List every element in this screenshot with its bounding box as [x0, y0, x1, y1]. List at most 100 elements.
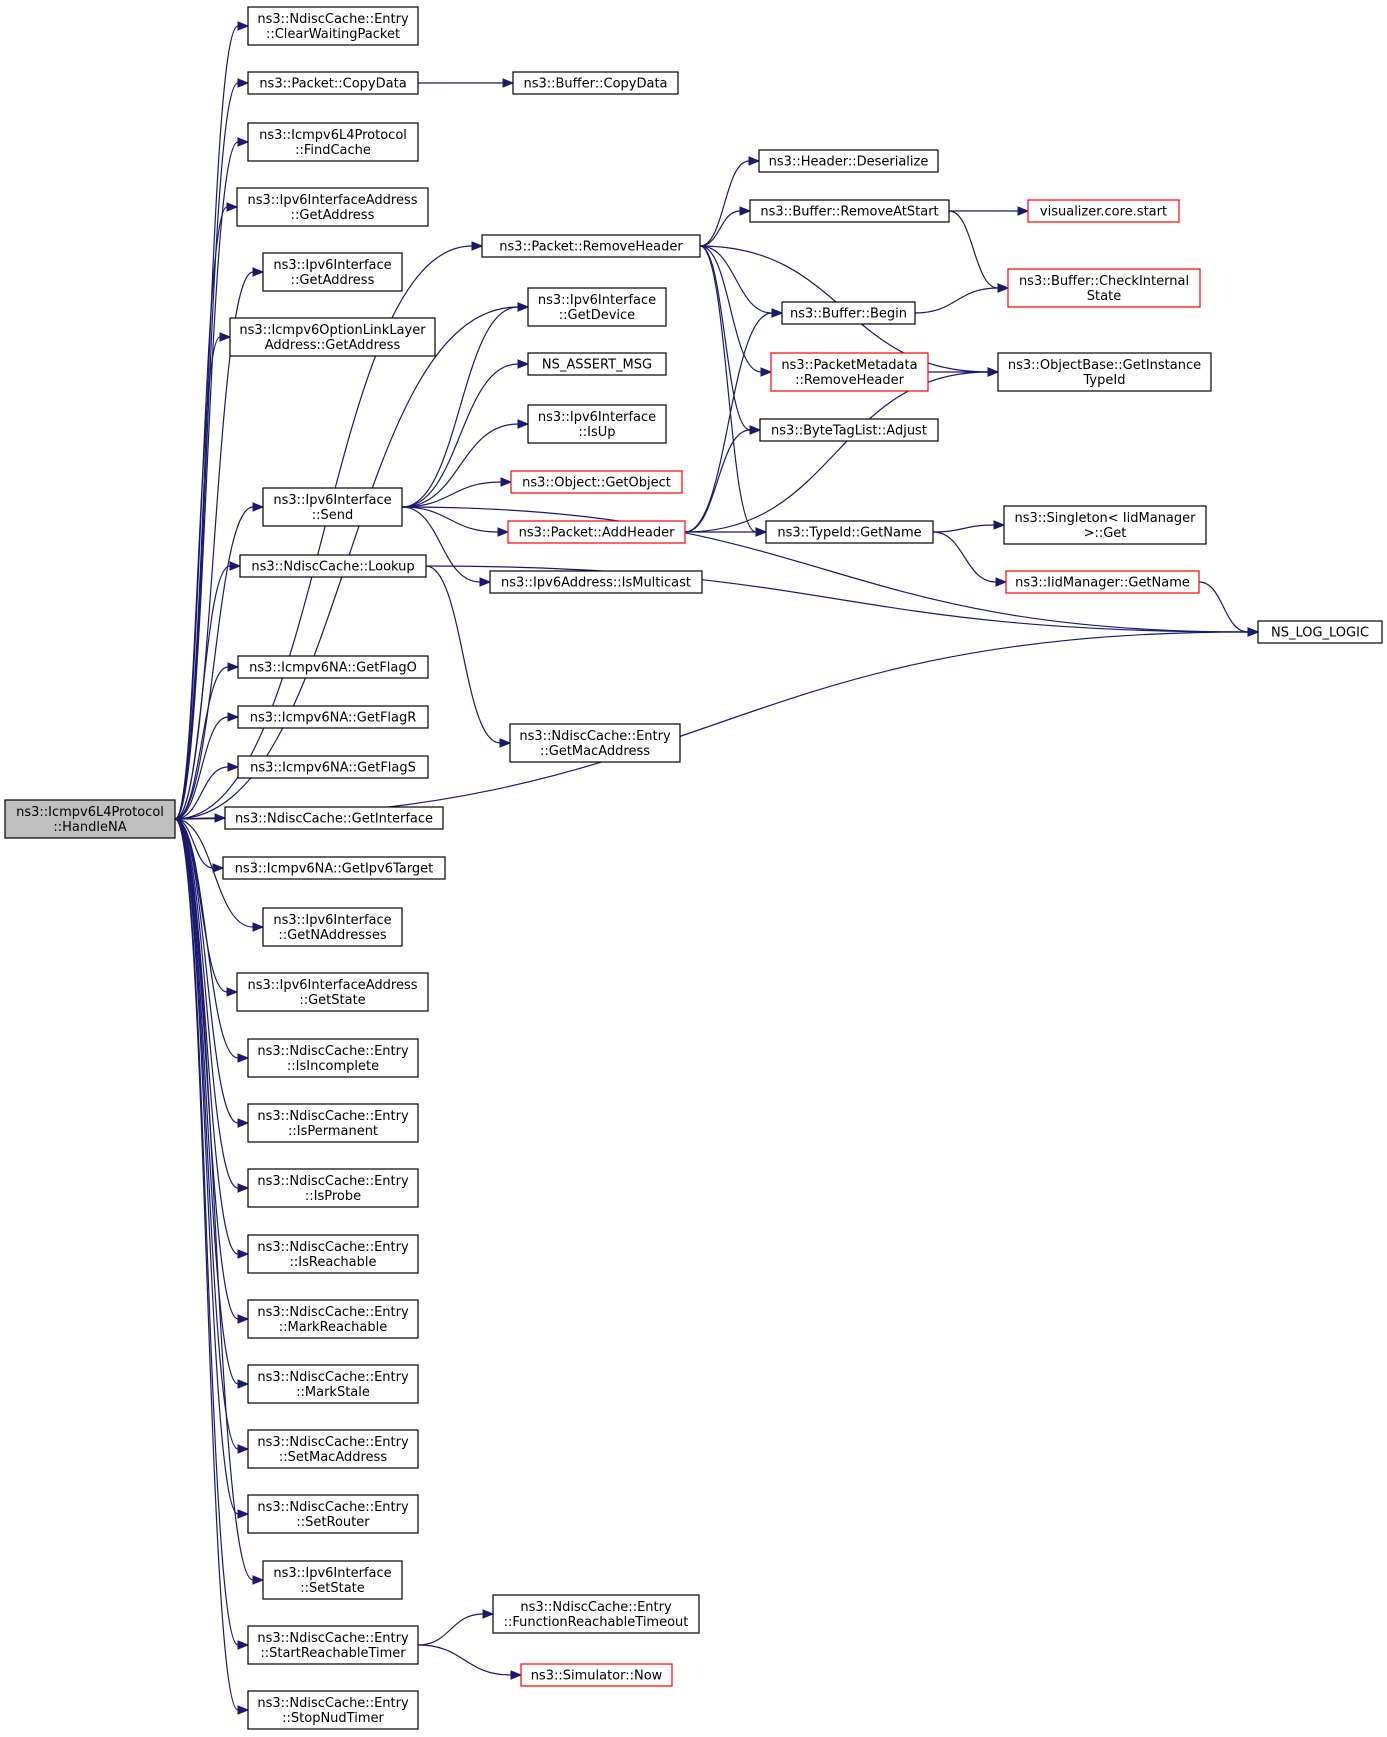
node-ns3-ipv6interface-send[interactable]: ns3::Ipv6Interface::Send — [262, 487, 403, 527]
node-ns3-ndisccache-entry-setrouter[interactable]: ns3::NdiscCache::Entry::SetRouter — [247, 1494, 419, 1534]
node-ns3-ipv6interface-isup[interactable]: ns3::Ipv6Interface::IsUp — [527, 404, 667, 444]
edge-line — [174, 818, 239, 1255]
node-box — [481, 234, 701, 258]
node-ns3-ndisccache-entry-ispermanent[interactable]: ns3::NdiscCache::Entry::IsPermanent — [247, 1103, 419, 1143]
edge-arrowhead — [749, 425, 762, 435]
node-box — [247, 1168, 419, 1208]
node-box — [236, 972, 429, 1012]
node-box — [759, 418, 939, 442]
node-ns3-icmpv6l4protocol-findcache[interactable]: ns3::Icmpv6L4Protocol::FindCache — [247, 122, 419, 162]
call-edge-n0-to-n30 — [174, 662, 240, 820]
node-ns3-ndisccache-lookup[interactable]: ns3::NdiscCache::Lookup — [239, 554, 427, 578]
node-ns3-ndisccache-getinterface[interactable]: ns3::NdiscCache::GetInterface — [224, 806, 444, 830]
edge-line — [174, 818, 254, 928]
node-label-line: ns3::NdiscCache::Entry — [257, 1305, 409, 1320]
edge-line — [174, 565, 231, 820]
node-ns3-singleton-iidmanager-get[interactable]: ns3::Singleton< IidManager>::Get — [1003, 505, 1207, 545]
edge-arrowhead — [237, 1509, 250, 1519]
node-ns3-icmpv6optionlinklayeraddress-getaddress[interactable]: ns3::Icmpv6OptionLinkLayerAddress::GetAd… — [229, 317, 436, 357]
node-box — [510, 470, 683, 494]
node-ns3-ipv6interfaceaddress-getstate[interactable]: ns3::Ipv6InterfaceAddress::GetState — [236, 972, 429, 1012]
node-ns3-icmpv6na-getflags[interactable]: ns3::Icmpv6NA::GetFlagS — [237, 755, 429, 779]
node-label-line: ns3::Packet::RemoveHeader — [499, 240, 683, 255]
node-label-line: ::SetMacAddress — [279, 1450, 387, 1465]
edge-line — [174, 82, 239, 820]
node-ns3-iidmanager-getname[interactable]: ns3::IidManager::GetName — [1005, 570, 1200, 594]
edge-line — [174, 766, 229, 820]
node-visualizer-core-start[interactable]: visualizer.core.start — [1027, 199, 1180, 223]
node-label-line: ::StopNudTimer — [282, 1711, 384, 1726]
node-ns3-icmpv6na-getflago[interactable]: ns3::Icmpv6NA::GetFlagO — [237, 655, 429, 679]
node-ns3-ndisccache-entry-getmacaddress[interactable]: ns3::NdiscCache::Entry::GetMacAddress — [509, 723, 681, 763]
node-ns3-icmpv6na-getipv6target[interactable]: ns3::Icmpv6NA::GetIpv6Target — [222, 856, 446, 880]
edge-line — [401, 506, 1249, 633]
edge-line — [699, 245, 773, 314]
edge-line — [401, 306, 519, 508]
node-ns3-header-deserialize[interactable]: ns3::Header::Deserialize — [758, 149, 939, 173]
node-ns3-ndisccache-entry-startreachabletimer[interactable]: ns3::NdiscCache::Entry::StartReachableTi… — [247, 1625, 419, 1665]
node-ns3-ipv6address-ismulticast[interactable]: ns3::Ipv6Address::IsMulticast — [489, 570, 703, 594]
node-box — [222, 856, 446, 880]
node-ns3-bytetaglist-adjust[interactable]: ns3::ByteTagList::Adjust — [759, 418, 939, 442]
node-ns3-packet-removeheader[interactable]: ns3::Packet::RemoveHeader — [481, 234, 701, 258]
node-box — [4, 799, 176, 839]
edge-line — [1198, 581, 1249, 633]
call-edge-n0-to-n7 — [174, 332, 232, 820]
node-ns3-object-getobject[interactable]: ns3::Object::GetObject — [510, 470, 683, 494]
node-ns3-ipv6interfaceaddress-getaddress[interactable]: ns3::Ipv6InterfaceAddress::GetAddress — [236, 187, 429, 227]
node-ns3-ndisccache-entry-setmacaddress[interactable]: ns3::NdiscCache::Entry::SetMacAddress — [247, 1429, 419, 1469]
node-box — [236, 187, 429, 227]
node-box — [1007, 268, 1201, 308]
function-nodes: ns3::Icmpv6L4Protocol::HandleNAns3::Ndis… — [4, 6, 1383, 1730]
node-ns3-simulator-now[interactable]: ns3::Simulator::Now — [520, 1663, 673, 1687]
edge-line — [684, 429, 751, 533]
node-ns3-ndisccache-entry-markstale[interactable]: ns3::NdiscCache::Entry::MarkStale — [247, 1364, 419, 1404]
node-ns3-ndisccache-entry-functionreachabletimeout[interactable]: ns3::NdiscCache::Entry::FunctionReachabl… — [492, 1594, 700, 1634]
node-label-line: ns3::Header::Deserialize — [769, 155, 929, 170]
node-label-line: ::GetNAddresses — [278, 928, 386, 943]
edge-arrowhead — [229, 561, 242, 571]
node-box — [237, 655, 429, 679]
node-ns3-typeid-getname[interactable]: ns3::TypeId::GetName — [765, 520, 934, 544]
node-ns3-icmpv6na-getflagr[interactable]: ns3::Icmpv6NA::GetFlagR — [237, 705, 429, 729]
edge-line — [684, 312, 773, 533]
node-ns3-packetmetadata-removeheader[interactable]: ns3::PacketMetadata::RemoveHeader — [770, 352, 929, 392]
call-edge-n28-to-n29 — [425, 565, 512, 748]
node-label-line: ::StartReachableTimer — [260, 1646, 406, 1661]
node-ns3-ipv6interface-getaddress[interactable]: ns3::Ipv6Interface::GetAddress — [262, 252, 403, 292]
edge-arrowhead — [237, 1118, 250, 1128]
node-box — [247, 1299, 419, 1339]
node-ns3-buffer-removeatstart[interactable]: ns3::Buffer::RemoveAtStart — [749, 199, 950, 223]
edge-line — [174, 818, 239, 1189]
node-label-line: ::ClearWaitingPacket — [266, 27, 400, 42]
edge-line — [174, 818, 239, 1515]
edge-arrowhead — [471, 241, 484, 251]
edge-line — [684, 371, 989, 533]
node-label-line: ::GetAddress — [291, 208, 375, 223]
edge-arrowhead — [755, 527, 768, 537]
node-ns3-packet-addheader[interactable]: ns3::Packet::AddHeader — [507, 520, 686, 544]
edge-arrowhead — [237, 78, 250, 88]
node-ns3-ipv6interface-getdevice[interactable]: ns3::Ipv6Interface::GetDevice — [527, 287, 667, 327]
node-ns3-buffer-copydata[interactable]: ns3::Buffer::CopyData — [512, 71, 679, 95]
node-ns-assert-msg[interactable]: NS_ASSERT_MSG — [527, 352, 667, 376]
node-ns3-ndisccache-entry-markreachable[interactable]: ns3::NdiscCache::Entry::MarkReachable — [247, 1299, 419, 1339]
node-ns3-ndisccache-entry-clearwaitingpacket[interactable]: ns3::NdiscCache::Entry::ClearWaitingPack… — [247, 6, 419, 46]
node-ns3-packet-copydata[interactable]: ns3::Packet::CopyData — [247, 71, 419, 95]
node-ns3-ndisccache-entry-isprobe[interactable]: ns3::NdiscCache::Entry::IsProbe — [247, 1168, 419, 1208]
edge-arrowhead — [739, 206, 752, 216]
node-ns3-ndisccache-entry-isreachable[interactable]: ns3::NdiscCache::Entry::IsReachable — [247, 1234, 419, 1274]
node-label-line: ns3::PacketMetadata — [781, 358, 917, 373]
node-ns-log-logic[interactable]: NS_LOG_LOGIC — [1257, 620, 1383, 644]
node-ns3-ipv6interface-getnaddresses[interactable]: ns3::Ipv6Interface::GetNAddresses — [262, 907, 403, 947]
node-label-line: ns3::NdiscCache::Entry — [257, 1174, 409, 1189]
call-edge-n0-to-n39 — [174, 818, 250, 1193]
node-ns3-buffer-begin[interactable]: ns3::Buffer::Begin — [781, 301, 916, 325]
node-label-line: ns3::Singleton< IidManager — [1014, 511, 1196, 526]
node-ns3-ndisccache-entry-stopnudtimer[interactable]: ns3::NdiscCache::Entry::StopNudTimer — [247, 1690, 419, 1730]
node-label-line: ::RemoveHeader — [795, 373, 905, 388]
node-ns3-ndisccache-entry-isincomplete[interactable]: ns3::NdiscCache::Entry::IsIncomplete — [247, 1038, 419, 1078]
node-ns3-ipv6interface-setstate[interactable]: ns3::Ipv6Interface::SetState — [262, 1560, 403, 1600]
